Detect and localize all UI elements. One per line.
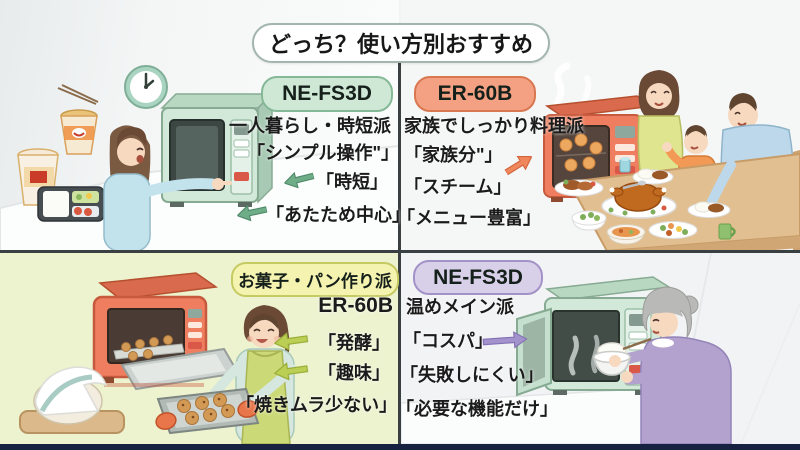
- bottom-bar: [0, 444, 800, 450]
- page-title: どっち？使い方別おすすめ: [268, 32, 533, 57]
- elderly-hands: [609, 355, 633, 383]
- olive-arrow-icon: [273, 362, 309, 381]
- wall-clock-icon: [124, 65, 168, 109]
- audience-label-bottom-right: 温めメイン派: [406, 297, 514, 317]
- purple-arrow-icon: [482, 331, 528, 349]
- feature-fermentation: 「発酵」: [318, 333, 390, 353]
- model-badge-er-60b-top-right: ER-60B: [414, 76, 536, 112]
- feature-family-portions: 「家族分"」: [404, 145, 503, 165]
- feature-hard-to-fail: 「失敗しにくい」: [400, 365, 544, 385]
- feature-simple-operation: 「シンプル操作"」: [247, 143, 399, 163]
- feature-time-saving: 「時短」: [316, 172, 388, 192]
- feature-reheat-focused: 「あたため中心」: [266, 205, 410, 225]
- audience-label-top-left: 一人暮らし・時短派: [229, 116, 391, 136]
- feature-hobby: 「趣味」: [318, 363, 390, 383]
- woman-figure: [103, 125, 232, 251]
- elderly-woman-figure: [613, 286, 732, 444]
- audience-badge-baking: お菓子・パン作り派: [231, 262, 399, 297]
- model-badge-ne-fs3d-top-left: NE-FS3D: [261, 76, 393, 112]
- illustration-single-person-microwave: [0, 65, 399, 251]
- feature-even-baking: 「焼きムラ少ない」: [236, 395, 398, 415]
- feature-steam: 「スチーム」: [404, 177, 512, 197]
- horizontal-divider: [0, 250, 800, 253]
- bento-box-icon: [37, 186, 105, 222]
- mother-figure: [637, 70, 684, 179]
- audience-label-top-right: 家族でしっかり料理派: [404, 116, 584, 136]
- dinner-dishes: [554, 157, 736, 245]
- cookie-tray: [155, 387, 260, 435]
- illustration-elderly-warming: [401, 253, 800, 444]
- feature-cost-performance: 「コスパ」: [403, 331, 493, 351]
- feature-rich-menu: 「メニュー豊富」: [397, 208, 541, 228]
- illustration-family-dinner: [543, 62, 800, 251]
- olive-arrow-icon: [273, 332, 309, 351]
- model-label-er-60b-bottom-left: ER-60B: [318, 294, 393, 317]
- model-badge-ne-fs3d-bottom-right: NE-FS3D: [413, 260, 543, 295]
- orange-arrow-icon: [504, 155, 533, 176]
- cup-noodle-open-icon: [57, 84, 99, 155]
- dough-board: [19, 366, 125, 434]
- microwave-illustration: [160, 92, 274, 207]
- title-badge: どっち？使い方別おすすめ: [252, 23, 550, 63]
- feature-only-needed-functions: 「必要な機能だけ」: [396, 399, 558, 419]
- green-arrow-icon: [236, 204, 268, 222]
- green-arrow-icon: [283, 171, 315, 189]
- baking-oven-illustration: [92, 272, 240, 391]
- illustration-baking: [19, 272, 297, 444]
